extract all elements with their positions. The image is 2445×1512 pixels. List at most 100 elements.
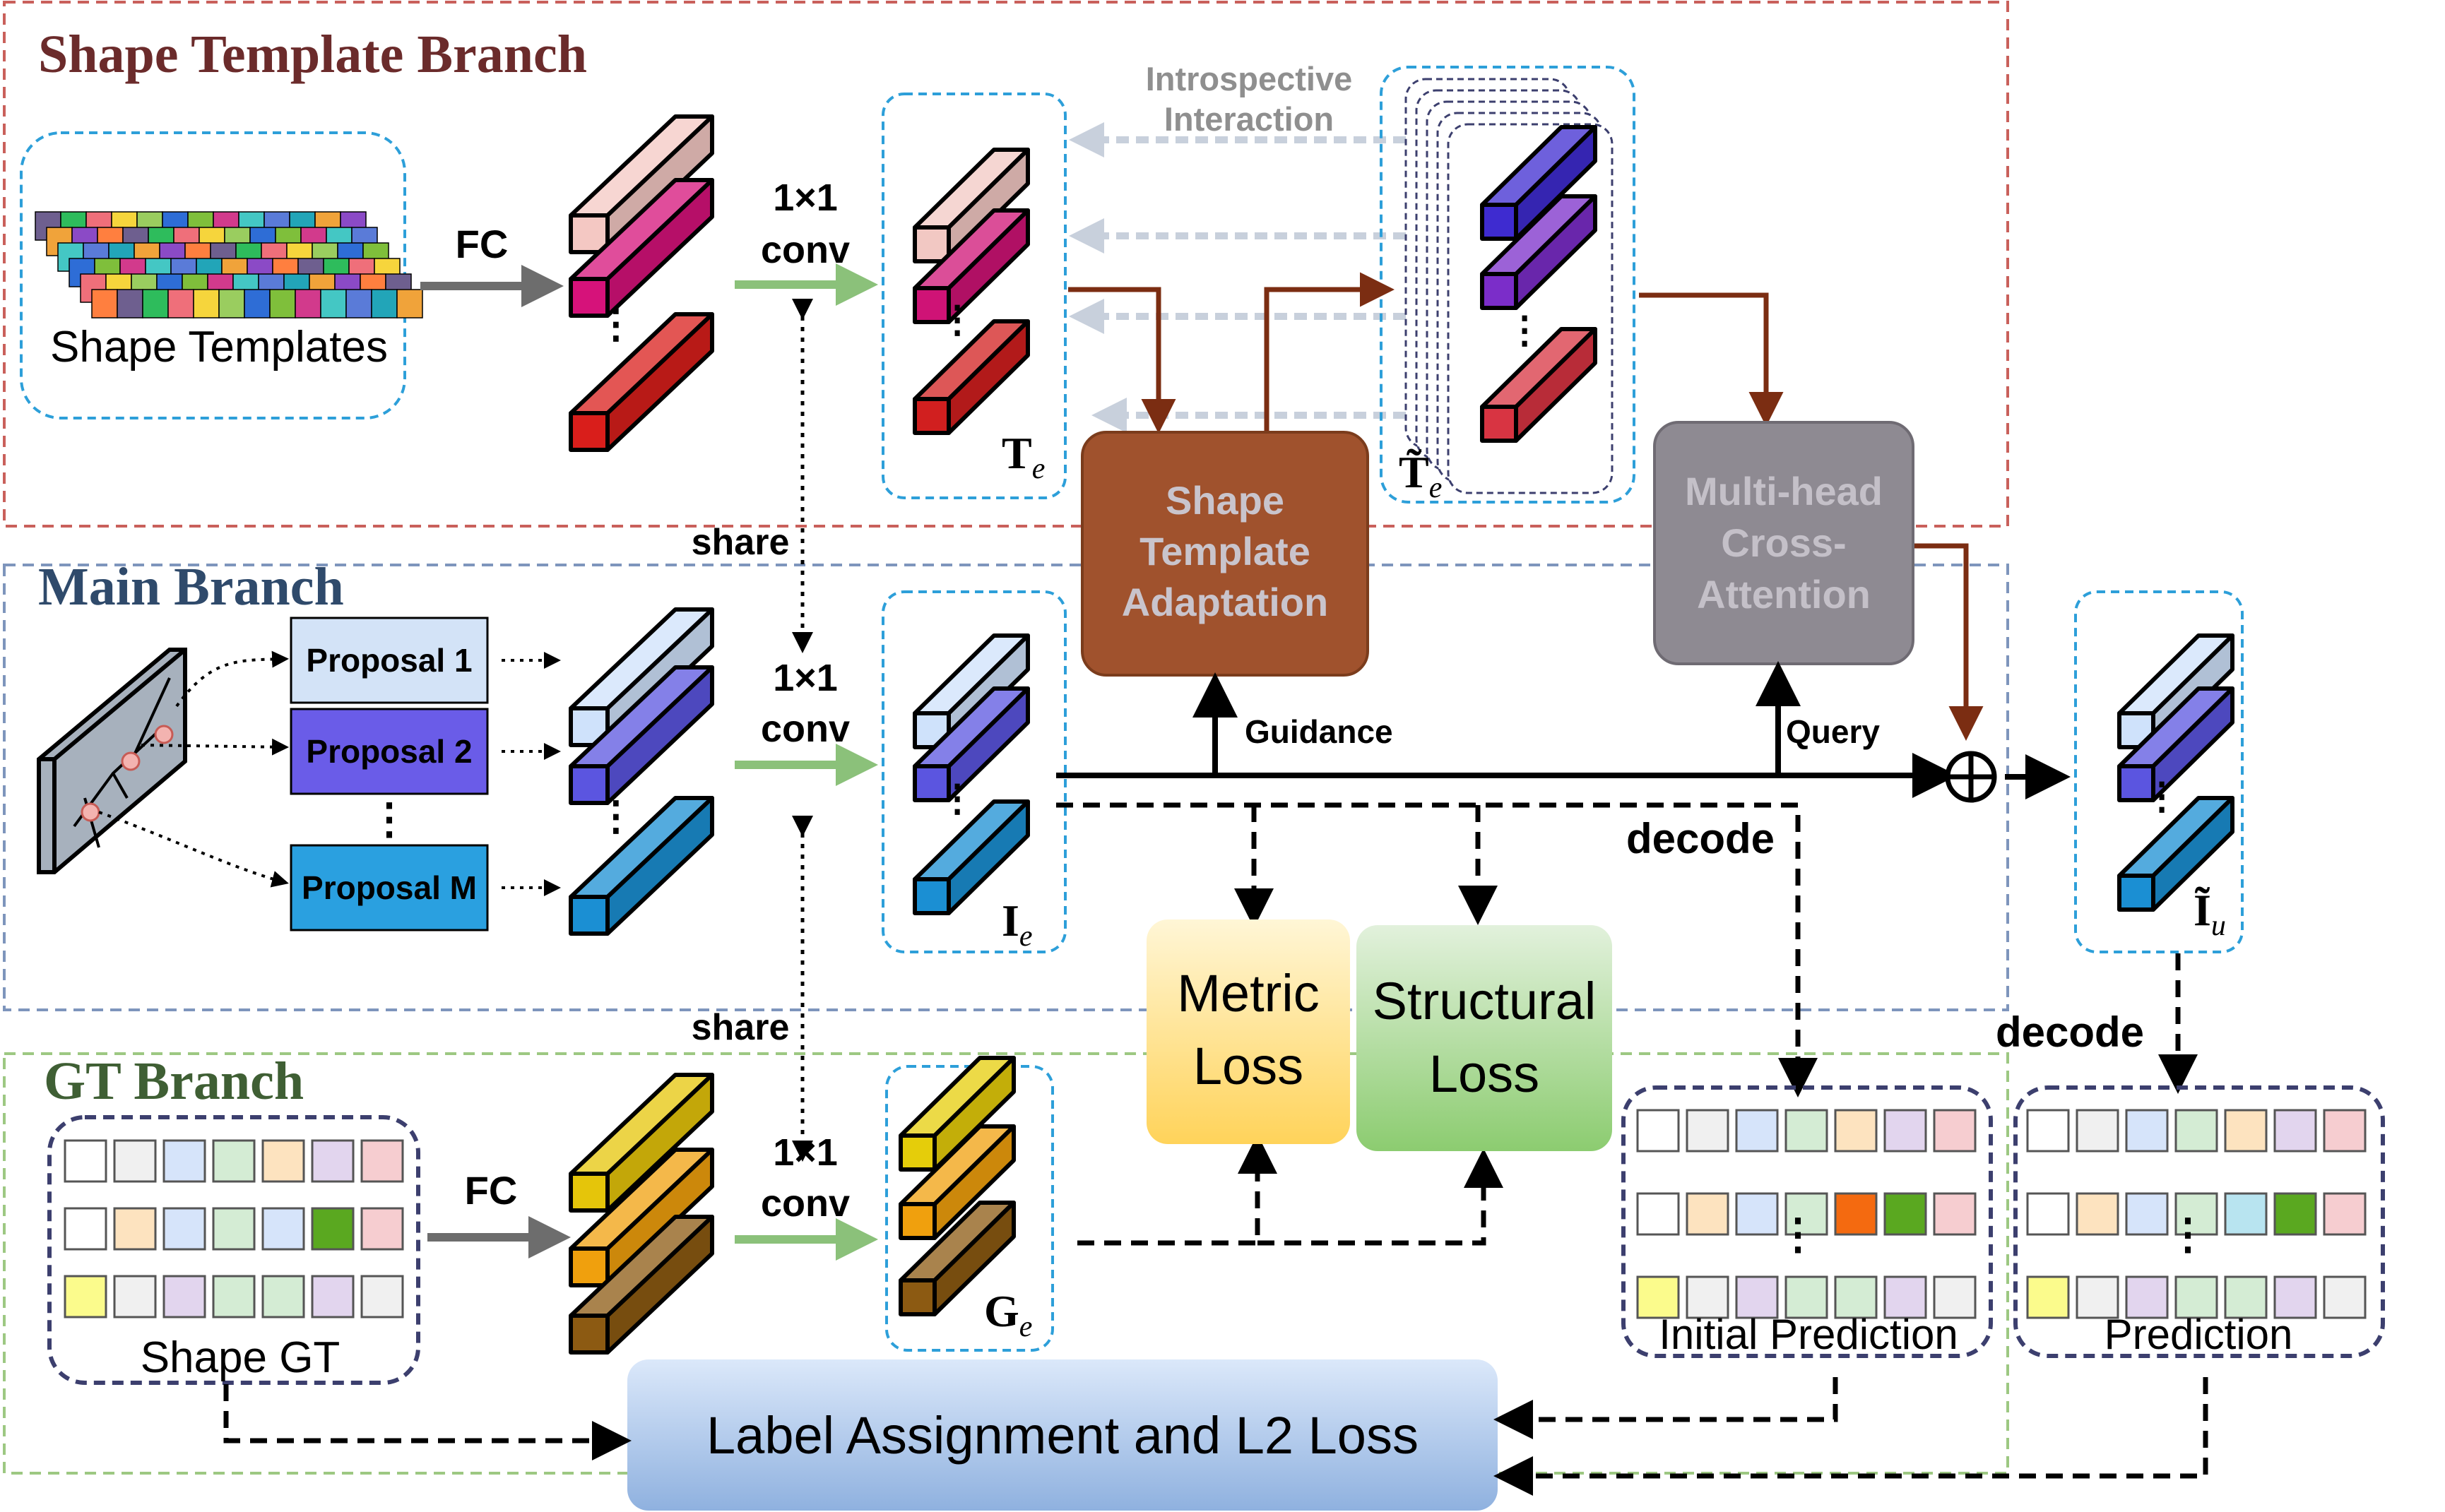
gt-feature-stack: [569, 1073, 714, 1355]
token-cell: [2273, 1109, 2317, 1153]
token-cell: [64, 1275, 107, 1318]
row-ellipsis: ⋮: [2167, 1210, 2209, 1258]
stack-ellipsis: ⋮: [1506, 309, 1544, 351]
te-tilde-symbol: T̃e: [1399, 447, 1442, 504]
token-cell: [1686, 1275, 1729, 1319]
metric-loss-line1: Metric: [1177, 964, 1319, 1023]
proposal-1-box: [290, 617, 489, 704]
proposal-link-arrows: [98, 650, 289, 888]
token-cell: [1883, 1275, 1927, 1319]
te-stack: ⋮: [913, 148, 1030, 435]
shape-gt-grid: [64, 1139, 404, 1318]
loss-dashed-arrows: [1056, 802, 2198, 1246]
token-cell: [2026, 1109, 2070, 1153]
token-cell: [1636, 1192, 1680, 1236]
stack-ellipsis: ⋮: [2143, 775, 2181, 817]
shape-template-branch-title: Shape Template Branch: [38, 25, 587, 84]
token-cell: [2076, 1275, 2119, 1319]
token-cell: [1784, 1109, 1828, 1153]
token-cell: [1784, 1192, 1828, 1236]
structural-loss-line1: Structural: [1373, 972, 1597, 1030]
token-cell: [261, 1207, 305, 1251]
conv-mid-line2: conv: [761, 708, 850, 750]
feature-cuboid: [569, 1073, 714, 1213]
token-cell: [2076, 1192, 2119, 1236]
template-cell: [295, 289, 321, 319]
token-cell: [1735, 1275, 1779, 1319]
iu-symbol: Ĩu: [2194, 885, 2226, 942]
adaptation-line2: Template: [1139, 529, 1310, 573]
feature-cuboid: [569, 665, 714, 805]
template-cell: [91, 289, 118, 319]
feature-cuboid: [899, 1201, 1016, 1316]
structural-loss-line2: Loss: [1429, 1044, 1539, 1103]
stack-ellipsis: ⋮: [939, 778, 976, 819]
feature-cuboid: [1480, 125, 1597, 241]
token-cell: [1686, 1109, 1729, 1153]
token-cell: [1735, 1192, 1779, 1236]
te-symbol: Te: [1002, 428, 1045, 485]
adaptation-line3: Adaptation: [1122, 580, 1328, 624]
introspective-label-1: Introspective: [1146, 60, 1353, 97]
shape-templates-grid: [35, 211, 423, 319]
share-label-bottom: share: [692, 1007, 790, 1048]
introspective-label-2: Interaction: [1164, 100, 1334, 138]
template-cell: [345, 289, 372, 319]
conv-top-line2: conv: [761, 229, 850, 271]
ge-stack: [899, 1056, 1016, 1316]
label-assignment-arrows: [223, 1377, 2208, 1496]
iu-box: [2074, 590, 2244, 953]
initial-prediction-grid: ⋮: [1636, 1109, 1977, 1319]
token-cell: [2125, 1192, 2169, 1236]
gt-branch-title: GT Branch: [44, 1052, 304, 1111]
proposal-1-label: Proposal 1: [306, 642, 472, 679]
token-cell: [1834, 1275, 1878, 1319]
token-cell: [311, 1139, 355, 1183]
prediction-box: [2013, 1085, 2385, 1358]
decode-label-mid: decode: [1626, 815, 1775, 862]
metric-loss-line2: Loss: [1193, 1037, 1303, 1095]
token-cell: [311, 1207, 355, 1251]
feature-cuboid: [899, 1056, 1016, 1172]
feature-cuboid: [1480, 194, 1597, 310]
shape-gt-box: [47, 1115, 420, 1385]
feature-cuboid: [913, 686, 1030, 802]
label-assignment-text: Label Assignment and L2 Loss: [706, 1406, 1419, 1465]
fc-label-bottom: FC: [465, 1168, 518, 1213]
stack-ellipsis: ⋮: [596, 794, 636, 839]
feature-cuboid: [913, 319, 1030, 435]
token-cell: [2323, 1275, 2367, 1319]
token-cell: [162, 1207, 206, 1251]
stack-ellipsis: ⋮: [939, 299, 976, 340]
conv-bot-line1: 1×1: [773, 1131, 838, 1174]
token-cell: [162, 1139, 206, 1183]
iu-stack: ⋮: [2117, 633, 2234, 912]
conv-top-line1: 1×1: [773, 177, 838, 219]
brown-flow-arrows: [1068, 272, 1984, 741]
token-cell: [1636, 1275, 1680, 1319]
row-ellipsis: ⋮: [1777, 1210, 1819, 1258]
feature-cuboid: [569, 796, 714, 936]
main-branch-frame: [3, 564, 2009, 1011]
token-cell: [1686, 1192, 1729, 1236]
token-cell: [360, 1207, 404, 1251]
fc-label-top: FC: [456, 222, 509, 266]
feature-cuboid: [913, 799, 1030, 915]
token-cell: [261, 1275, 305, 1318]
ge-symbol: Ge: [984, 1286, 1032, 1343]
structural-loss-box: [1356, 925, 1612, 1151]
proposal-ellipsis: ⋮: [368, 795, 410, 843]
proposal-feature-stack: ⋮: [569, 607, 714, 936]
feature-cuboid: [2117, 796, 2234, 912]
input-image-block: [37, 648, 187, 874]
token-cell: [261, 1139, 305, 1183]
feature-cuboid: [1480, 327, 1597, 443]
stack-ellipsis: ⋮: [596, 302, 636, 347]
template-cell: [396, 289, 423, 319]
token-cell: [1636, 1109, 1680, 1153]
feature-cuboid: [913, 208, 1030, 324]
token-cell: [2224, 1275, 2268, 1319]
token-cell: [2026, 1275, 2070, 1319]
token-cell: [212, 1207, 256, 1251]
